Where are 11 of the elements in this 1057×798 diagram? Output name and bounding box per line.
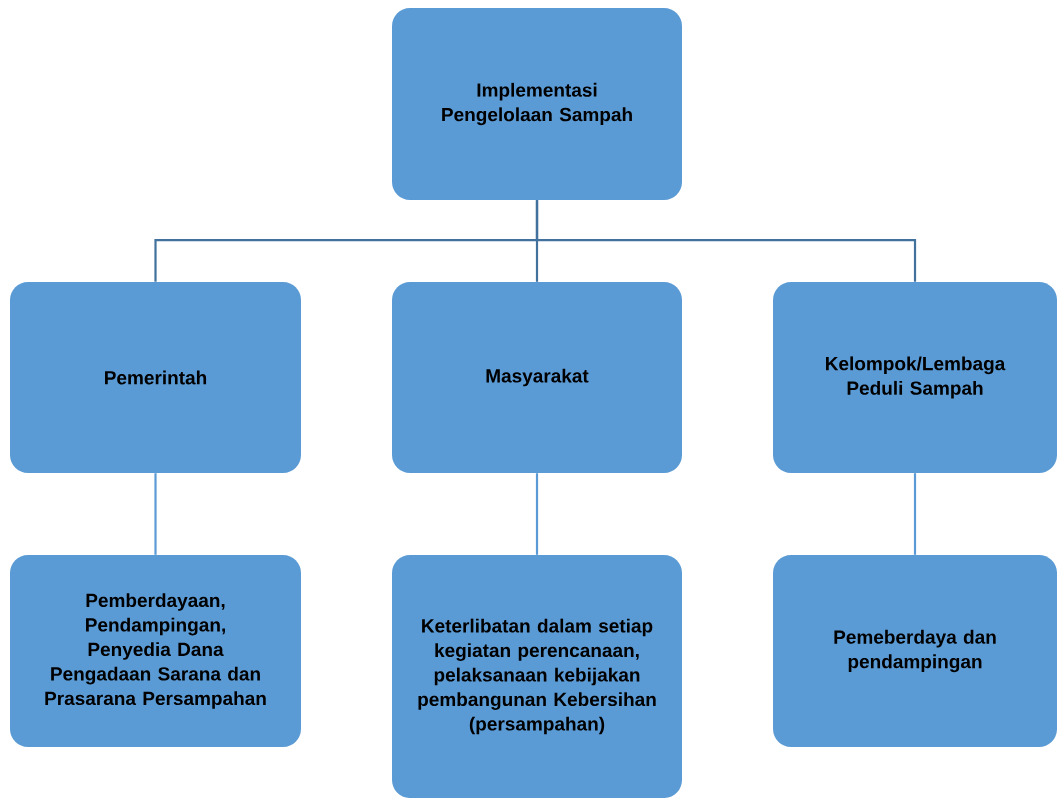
process-box: Masyarakat (392, 282, 682, 473)
process-box: Keterlibatan dalam setiap kegiatan perencanaan, pelaksanaan kebijakan pembangunan Kebersihan (persampahan) (392, 555, 682, 798)
process-box: Kelompok/Lembaga Peduli Sampah (773, 282, 1057, 473)
process-box: Pemerintah (10, 282, 301, 473)
connector-line (154, 473, 157, 555)
process-box: Pemeberdaya dan pendampingan (773, 555, 1057, 747)
process-box: Pemberdayaan, Pendampingan, Penyedia Dana Pengadaan Sarana dan Prasarana Persampahan (10, 555, 301, 747)
connector-line (913, 473, 917, 555)
connector-line (535, 473, 539, 555)
connector-line (535, 200, 917, 282)
root-box: Implementasi Pengelolaan Sampah (392, 8, 682, 200)
